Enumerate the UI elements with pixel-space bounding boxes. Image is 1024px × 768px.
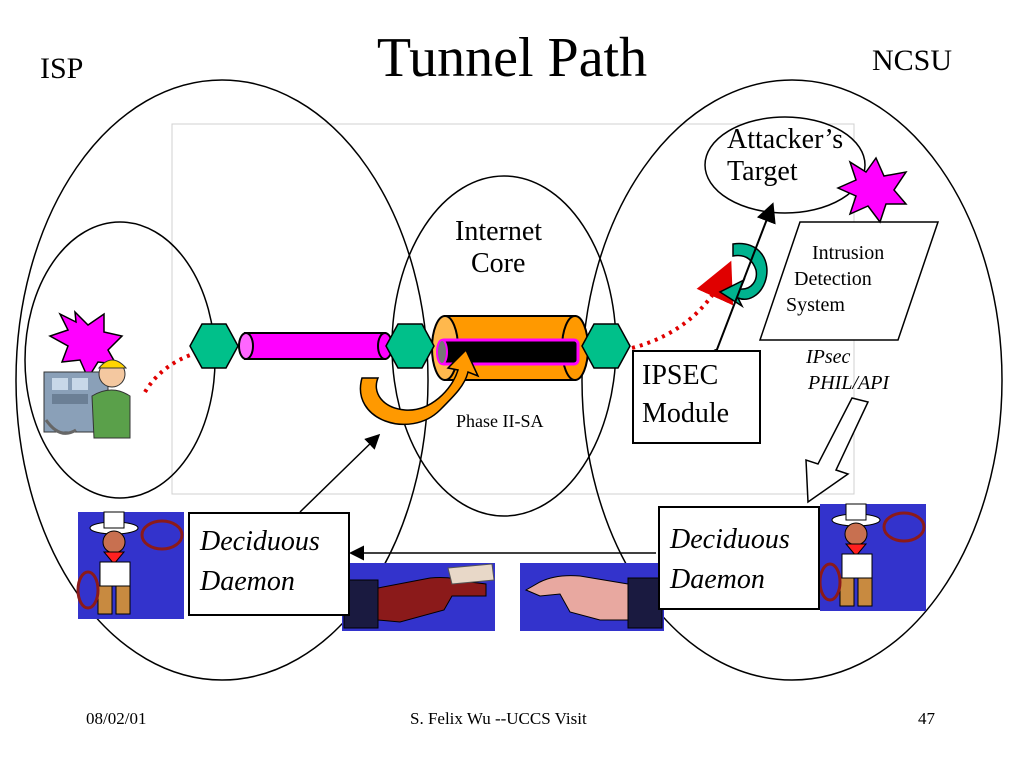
ipsec-module-line2: Module bbox=[642, 398, 730, 429]
ids-parallelogram bbox=[758, 221, 940, 341]
daemon-right-box: Deciduous Daemon bbox=[658, 506, 820, 610]
ipsec-module-box: IPSEC Module bbox=[632, 350, 761, 444]
daemon-right-line1: Deciduous bbox=[670, 524, 790, 555]
arrow-daemon-to-core bbox=[299, 433, 381, 513]
isp-ellipse bbox=[15, 79, 429, 681]
teal-curved-arrow bbox=[718, 242, 768, 309]
phase-label: Phase II-SA bbox=[456, 411, 544, 431]
cowboy-left-picture bbox=[76, 511, 184, 619]
ipsec-module-line1: IPSEC bbox=[642, 360, 719, 391]
footer-page-number: 47 bbox=[918, 709, 935, 728]
internet-core-label: Internet Core bbox=[455, 216, 543, 280]
magenta-pipe-cap bbox=[238, 332, 254, 360]
attackers-target-ellipse bbox=[704, 116, 866, 214]
attackers-target-label: Attacker’s Target bbox=[727, 124, 844, 188]
hexagon-middle bbox=[385, 323, 435, 369]
daemon-left-line2: Daemon bbox=[200, 566, 295, 597]
ncsu-ellipse bbox=[581, 79, 1003, 681]
hollow-arrow-api-to-daemon bbox=[805, 397, 870, 504]
host-ellipse bbox=[24, 221, 216, 499]
ncsu-label: NCSU bbox=[872, 44, 953, 77]
worker-computer-picture bbox=[43, 359, 131, 439]
footer-date: 08/02/01 bbox=[86, 709, 147, 728]
cowboy-right-picture bbox=[818, 503, 926, 611]
ids-label: Intrusion Detection System bbox=[786, 242, 885, 316]
slide-title: Tunnel Path bbox=[376, 27, 648, 89]
hand-giving-picture bbox=[342, 563, 495, 631]
orange-curved-arrow bbox=[359, 348, 480, 426]
hexagon-left bbox=[189, 323, 239, 369]
dotted-link-left bbox=[143, 343, 239, 394]
daemon-right-line2: Daemon bbox=[670, 564, 765, 595]
hexagon-right bbox=[581, 323, 631, 369]
arrow-ipsec-to-target bbox=[715, 202, 776, 353]
dotted-link-right bbox=[631, 260, 734, 350]
isp-label: ISP bbox=[40, 52, 84, 85]
ipsec-api-label: IPsec PHIL/API bbox=[806, 346, 890, 394]
daemon-left-box: Deciduous Daemon bbox=[188, 512, 350, 616]
hand-receiving-picture bbox=[520, 563, 664, 631]
magenta-burst-right bbox=[836, 156, 908, 224]
daemon-left-line1: Deciduous bbox=[200, 526, 320, 557]
magenta-pipe bbox=[244, 332, 386, 360]
footer-presenter: S. Felix Wu --UCCS Visit bbox=[410, 709, 587, 728]
